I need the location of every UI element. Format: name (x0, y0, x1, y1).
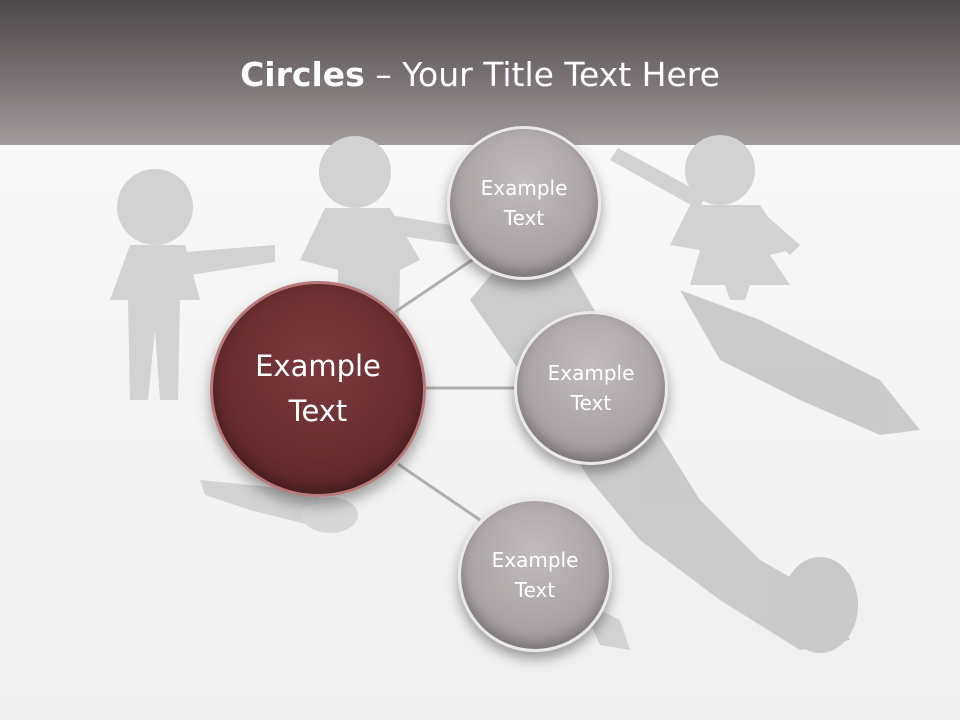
node-middle-line1: Example (547, 361, 635, 385)
node-circle-middle[interactable]: Example Text (514, 311, 668, 465)
node-bottom-line1: Example (491, 548, 579, 572)
node-circle-top[interactable]: Example Text (447, 126, 601, 280)
title-bar: Circles – Your Title Text Here (0, 0, 960, 145)
node-middle-line2: Text (570, 391, 612, 415)
connector-top (394, 256, 476, 314)
node-top-line1: Example (480, 176, 568, 200)
node-top-line2: Text (503, 206, 545, 230)
center-circle[interactable]: Example Text (210, 281, 426, 497)
center-circle-line1: Example (255, 349, 381, 383)
slide-title: Circles – Your Title Text Here (0, 52, 960, 98)
title-bold-part: Circles (240, 55, 365, 94)
node-circle-bottom[interactable]: Example Text (458, 498, 612, 652)
title-rest-part: – Your Title Text Here (364, 55, 720, 94)
center-circle-line2: Text (288, 394, 348, 428)
connector-bottom (397, 462, 481, 522)
node-bottom-line2: Text (514, 578, 556, 602)
